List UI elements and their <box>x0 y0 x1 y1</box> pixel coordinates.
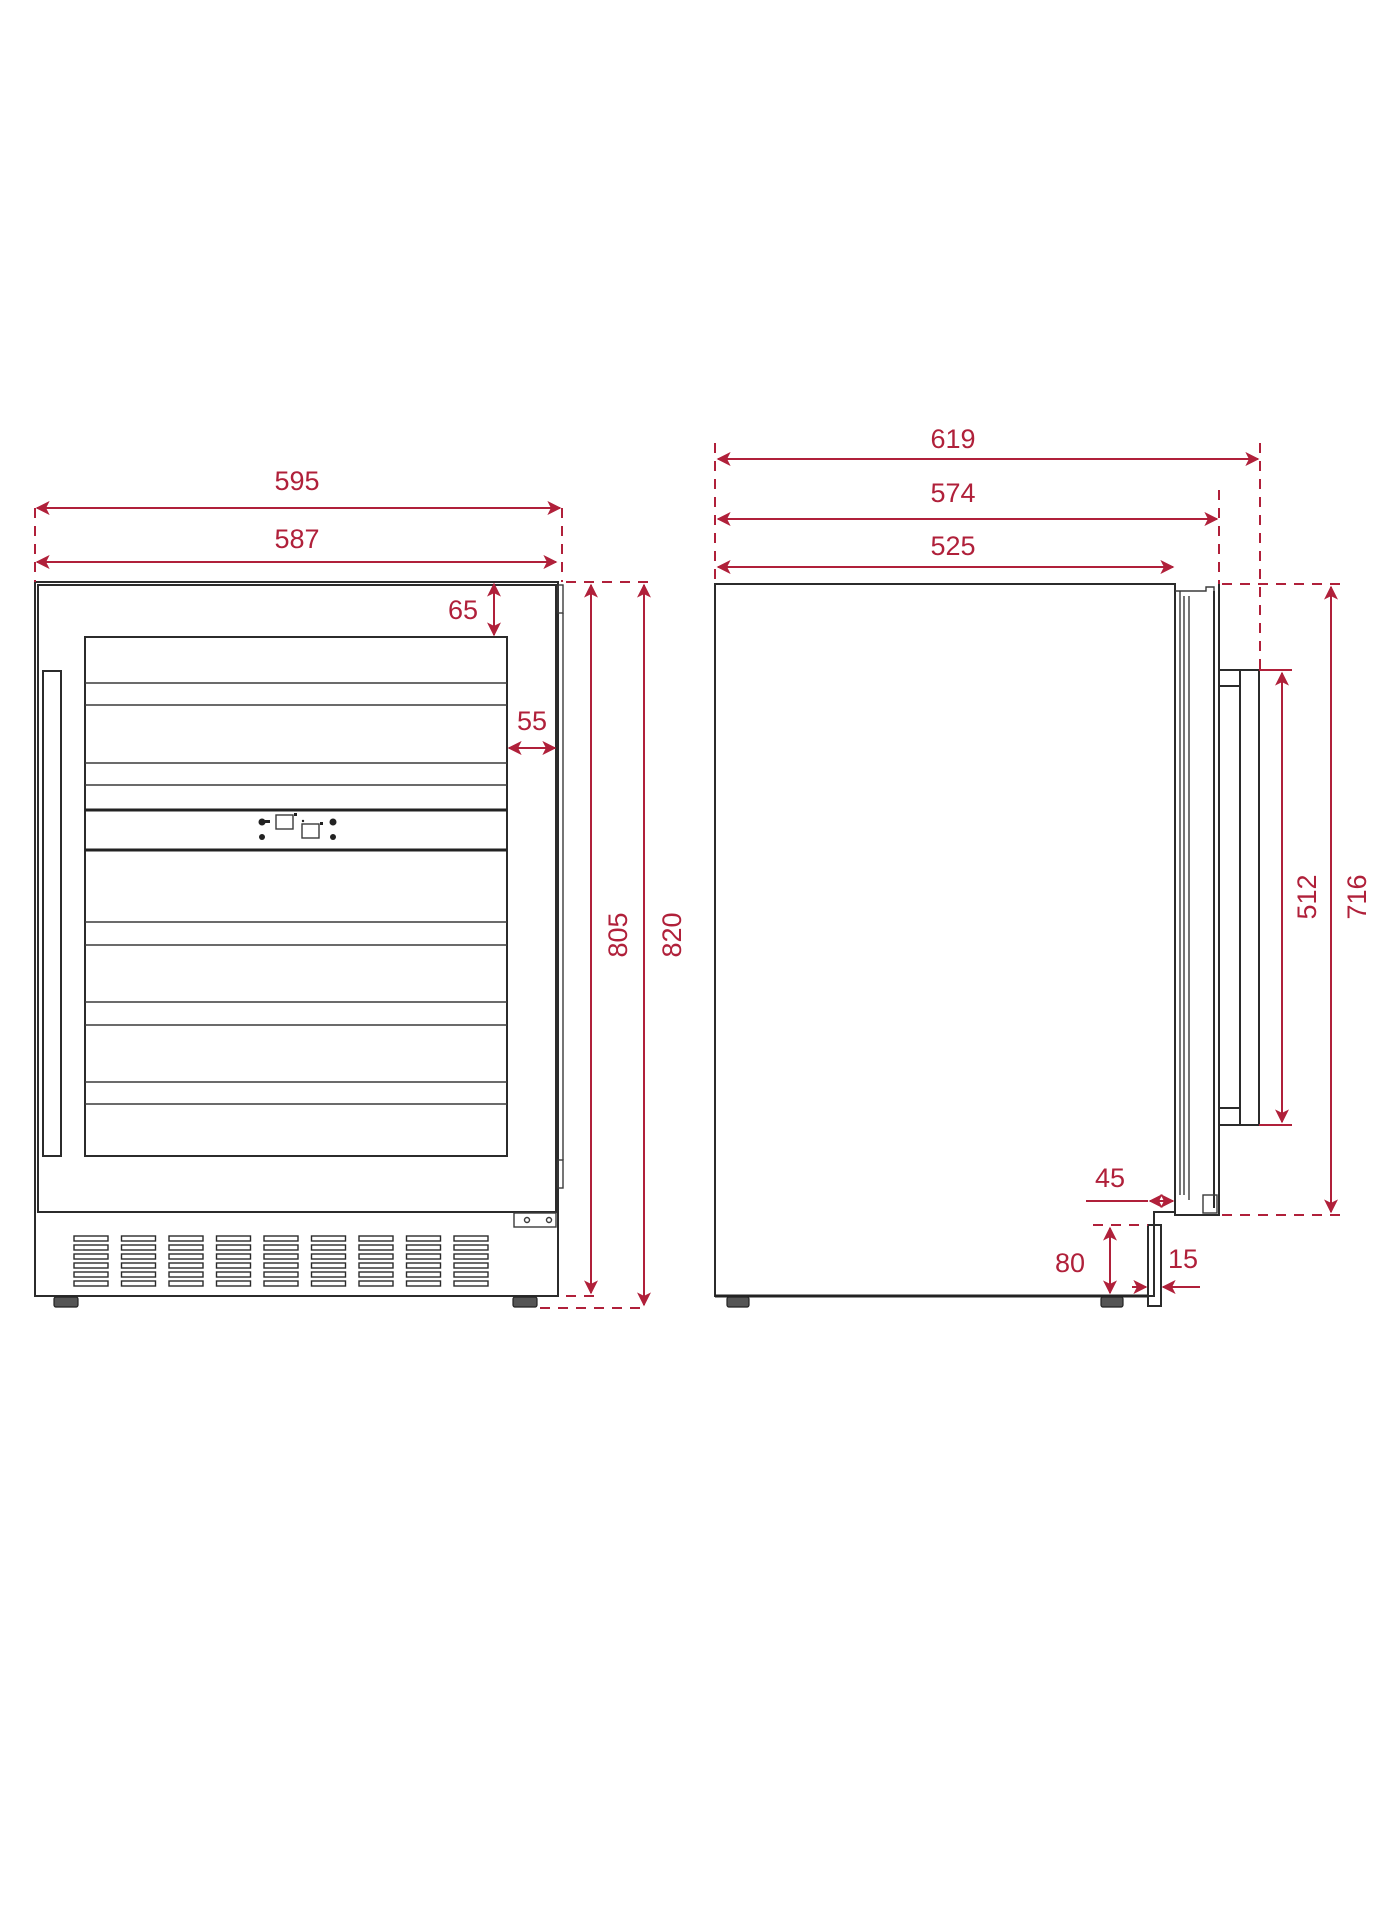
dim-label-plinth-height: 80 <box>1055 1248 1085 1278</box>
dim-label-overall-height: 820 <box>657 912 687 957</box>
display-upper-zone <box>275 814 294 830</box>
plinth-panel <box>1147 1224 1162 1307</box>
side-hinge <box>1202 1194 1218 1214</box>
front-view: 595 587 65 55 805 820 <box>34 466 687 1309</box>
temp-up-button-icon <box>329 818 337 826</box>
control-panel <box>258 813 337 840</box>
dim-label-depth-with-handle: 619 <box>930 424 975 454</box>
dim-label-depth-with-door: 574 <box>930 478 975 508</box>
side-door-profile <box>1174 584 1220 1216</box>
dim-label-glass-side-margin: 55 <box>517 706 547 736</box>
display-lower-zone <box>301 823 320 839</box>
side-foot-rear <box>726 1296 750 1308</box>
dim-label-cabinet-depth: 525 <box>930 531 975 561</box>
dim-label-plinth-recess: 45 <box>1095 1163 1125 1193</box>
power-button-icon <box>258 818 266 826</box>
dim-label-overall-width: 595 <box>274 466 319 496</box>
door-handle <box>42 670 62 1157</box>
dim-label-plinth-thickness: 15 <box>1168 1244 1198 1274</box>
light-button-icon <box>259 834 265 840</box>
wine-shelves <box>85 682 507 1105</box>
temp-down-button-icon <box>330 834 336 840</box>
front-foot-right <box>512 1296 538 1308</box>
bottom-hinge-bracket <box>513 1212 557 1228</box>
dim-label-body-width: 587 <box>274 524 319 554</box>
glass-window <box>84 636 508 1157</box>
side-view: 619 574 525 512 716 45 80 15 <box>714 424 1372 1308</box>
dim-label-glass-top-margin: 65 <box>448 595 478 625</box>
side-foot-front <box>1100 1296 1124 1308</box>
top-hinge <box>557 584 564 614</box>
front-foot-left <box>53 1296 79 1308</box>
front-cabinet-outline <box>34 581 559 1297</box>
dim-label-door-height: 716 <box>1342 874 1372 919</box>
front-door <box>37 584 557 1213</box>
dim-label-handle-length: 512 <box>1292 874 1322 919</box>
dim-label-body-height: 805 <box>603 912 633 957</box>
side-handle <box>1219 669 1260 1126</box>
vent-grille <box>73 1235 489 1287</box>
bottom-hinge <box>557 1159 564 1189</box>
